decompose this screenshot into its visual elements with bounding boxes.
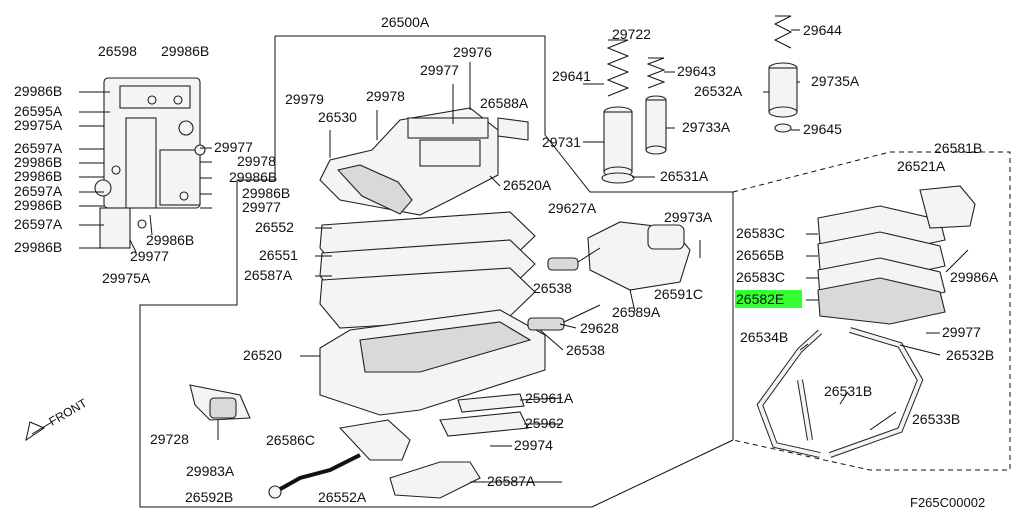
label-26583C[interactable]: 26583C [736, 269, 785, 285]
highlight-26582E [735, 290, 802, 308]
label-26552[interactable]: 26552 [255, 219, 294, 235]
label-29986A[interactable]: 29986A [950, 269, 999, 285]
label-29627A[interactable]: 29627A [548, 200, 597, 216]
label-29986B[interactable]: 29986B [146, 232, 194, 248]
label-29976[interactable]: 29976 [453, 44, 492, 60]
label-29978[interactable]: 29978 [237, 153, 276, 169]
label-29983A[interactable]: 29983A [186, 463, 235, 479]
label-26581B[interactable]: 26581B [934, 140, 982, 156]
label-29977[interactable]: 29977 [214, 139, 253, 155]
label-26538[interactable]: 26538 [533, 280, 572, 296]
solenoid-plate-drawing [587, 221, 701, 291]
label-29643[interactable]: 29643 [677, 63, 716, 79]
label-26595A[interactable]: 26595A [14, 103, 63, 119]
label-25961A[interactable]: 25961A [525, 390, 574, 406]
label-26538[interactable]: 26538 [566, 342, 605, 358]
label-29644[interactable]: 29644 [803, 22, 842, 38]
label-29978[interactable]: 29978 [366, 88, 405, 104]
label-26520A[interactable]: 26520A [503, 177, 552, 193]
leader-lines [79, 29, 969, 483]
label-29975A[interactable]: 29975A [102, 270, 151, 286]
label-29986B[interactable]: 29986B [14, 168, 62, 184]
label-29645[interactable]: 29645 [803, 121, 842, 137]
label-29731[interactable]: 29731 [542, 134, 581, 150]
oil-pan-gaskets-drawing [817, 185, 976, 325]
label-29977[interactable]: 29977 [242, 199, 281, 215]
label-29986B[interactable]: 29986B [14, 154, 62, 170]
label-29735A[interactable]: 29735A [811, 73, 860, 89]
label-25962[interactable]: 25962 [525, 415, 564, 431]
separator-plates-drawing [319, 211, 536, 329]
label-29973A[interactable]: 29973A [664, 209, 713, 225]
label-26597A[interactable]: 26597A [14, 216, 63, 232]
label-26520[interactable]: 26520 [243, 347, 282, 363]
label-26587A[interactable]: 26587A [487, 473, 536, 489]
label-29986B[interactable]: 29986B [14, 239, 62, 255]
label-29986B[interactable]: 29986B [242, 185, 290, 201]
label-26587A[interactable]: 26587A [244, 267, 293, 283]
label-26586C[interactable]: 26586C [266, 432, 315, 448]
upper-valve-body-drawing [94, 77, 206, 249]
label-26591C[interactable]: 26591C [654, 286, 703, 302]
label-29977[interactable]: 29977 [420, 62, 459, 78]
label-29628[interactable]: 29628 [580, 320, 619, 336]
label-26551[interactable]: 26551 [259, 247, 298, 263]
valve-springs-drawing [527, 247, 601, 331]
lower-gasket-drawing [389, 461, 481, 499]
brackets-drawing [338, 393, 529, 461]
label-26532A[interactable]: 26532A [694, 83, 743, 99]
oil-pipes-drawing [756, 327, 924, 458]
label-29974[interactable]: 29974 [514, 437, 553, 453]
label-26500A[interactable]: 26500A [381, 14, 430, 30]
label-26565B[interactable]: 26565B [736, 247, 784, 263]
label-26597A[interactable]: 26597A [14, 140, 63, 156]
front-label: FRONT [47, 395, 90, 428]
label-29979[interactable]: 29979 [285, 91, 324, 107]
label-29728[interactable]: 29728 [150, 431, 189, 447]
label-29722[interactable]: 29722 [612, 26, 651, 42]
label-26531B[interactable]: 26531B [824, 383, 872, 399]
label-26583C[interactable]: 26583C [736, 225, 785, 241]
part-labels: 26500A 26598 29986B 29986B 26595A 29975A… [14, 14, 999, 505]
accumulator-drawing [601, 15, 798, 184]
label-26589A[interactable]: 26589A [612, 304, 661, 320]
label-29986B[interactable]: 29986B [14, 83, 62, 99]
label-26534B[interactable]: 26534B [740, 329, 788, 345]
label-26592B[interactable]: 26592B [185, 489, 233, 505]
label-26530[interactable]: 26530 [318, 109, 357, 125]
label-29986B[interactable]: 29986B [161, 43, 209, 59]
label-26552A[interactable]: 26552A [318, 489, 367, 505]
lower-valve-body-drawing [319, 309, 546, 416]
label-29986B[interactable]: 29986B [14, 197, 62, 213]
label-26532B[interactable]: 26532B [946, 347, 994, 363]
label-26533B[interactable]: 26533B [912, 411, 960, 427]
harness-drawing [268, 453, 361, 499]
label-29733A[interactable]: 29733A [682, 119, 731, 135]
label-26597A[interactable]: 26597A [14, 183, 63, 199]
label-29986B[interactable]: 29986B [229, 169, 277, 185]
label-26521A[interactable]: 26521A [897, 158, 946, 174]
label-26588A[interactable]: 26588A [480, 95, 529, 111]
label-29641[interactable]: 29641 [552, 68, 591, 84]
label-29975A[interactable]: 29975A [14, 117, 63, 133]
diagram-code: F265C00002 [910, 495, 985, 510]
frame-lines [139, 35, 1011, 508]
label-26582E[interactable]: 26582E [736, 291, 784, 307]
label-29977[interactable]: 29977 [130, 248, 169, 264]
front-arrow-icon [25, 421, 53, 442]
solenoid-drawing [189, 384, 251, 440]
label-26531A[interactable]: 26531A [660, 168, 709, 184]
label-29977[interactable]: 29977 [942, 324, 981, 340]
label-26598[interactable]: 26598 [98, 43, 137, 59]
control-valve-drawing [319, 62, 529, 216]
